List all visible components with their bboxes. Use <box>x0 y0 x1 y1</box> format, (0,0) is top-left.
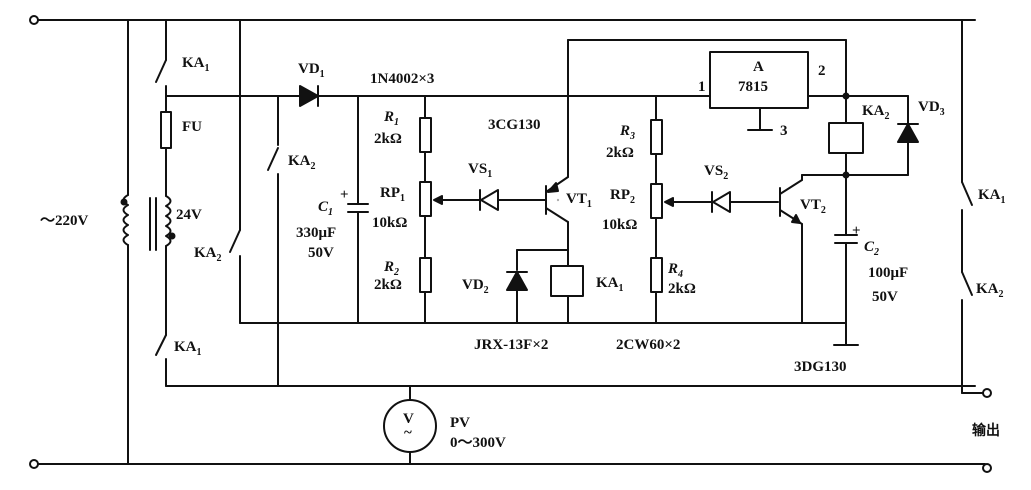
rp1-value-label: 10kΩ <box>372 215 408 231</box>
vd2-diode <box>506 271 528 291</box>
r2-label: R2 <box>384 259 400 278</box>
vd2-label: VD2 <box>462 277 489 296</box>
voltmeter-name-label: PV <box>450 415 470 431</box>
vt1-part-label: 3CG130 <box>488 117 541 133</box>
vd3-label: VD3 <box>918 99 945 118</box>
ka1-top-label: KA1 <box>182 55 210 74</box>
ka1-contact-bottom <box>155 334 167 356</box>
r2-body <box>419 257 432 293</box>
c1-voltage-label: 50V <box>308 245 334 261</box>
regulator-name-label: A <box>753 59 764 75</box>
c2-plus-label: + <box>852 223 861 239</box>
ka2-mid-label: KA2 <box>288 153 316 172</box>
c1-label: C1 <box>318 199 334 218</box>
r2-value-label: 2kΩ <box>374 277 402 293</box>
regulator-part-label: 7815 <box>738 79 768 95</box>
regulator-7815 <box>709 51 809 109</box>
rp1-body <box>419 181 432 217</box>
regulator-pin3-label: 3 <box>780 123 788 139</box>
ka1-coil-part-label: JRX-13F×2 <box>474 337 549 353</box>
vs1-label: VS1 <box>468 161 493 180</box>
output-label: 输出 <box>972 423 1000 439</box>
rp2-label: RP2 <box>610 187 635 206</box>
voltmeter-tilde: ~ <box>404 425 412 441</box>
transformer-secondary-label: 24V <box>176 207 202 223</box>
rp1-wiper-arrow <box>433 195 443 205</box>
voltmeter-symbol: V <box>403 411 414 427</box>
ka1-contact-top <box>155 59 167 83</box>
regulator-pin2-label: 2 <box>818 63 826 79</box>
ka1-bottom-label: KA1 <box>174 339 202 358</box>
rp2-wiper-arrow <box>664 197 674 207</box>
r4-label: R4 <box>668 261 684 280</box>
vd3-diode <box>897 123 919 143</box>
ka2-left-label: KA2 <box>194 245 222 264</box>
c1-value-label: 330μF <box>296 225 337 241</box>
r1-value-label: 2kΩ <box>374 131 402 147</box>
vt2-part-label: 3DG130 <box>794 359 847 375</box>
ka2-coil <box>828 122 864 154</box>
r4-value-label: 2kΩ <box>668 281 696 297</box>
ka1-coil <box>550 265 584 297</box>
voltmeter-range-label: 0～300V <box>450 435 506 451</box>
r3-label: R3 <box>620 123 636 142</box>
vd1-diode <box>299 85 319 107</box>
vs2-label: VS2 <box>704 163 729 182</box>
c1-plus-label: + <box>340 187 349 203</box>
supply-label: ～220V <box>40 213 89 229</box>
vs2-part-label: 2CW60×2 <box>616 337 681 353</box>
ka2-output-contact <box>961 271 973 296</box>
c2-label: C2 <box>864 239 880 258</box>
vd1-label: VD1 <box>298 61 325 80</box>
c2-value-label: 100μF <box>868 265 909 281</box>
vs2-zener <box>712 191 731 213</box>
output-terminal-bottom <box>982 463 992 473</box>
ka2-coil-label: KA2 <box>862 103 890 122</box>
fuse-body <box>160 111 172 149</box>
input-terminal-top <box>29 15 39 25</box>
rp1-label: RP1 <box>380 185 405 204</box>
ka1-coil-label: KA1 <box>596 275 624 294</box>
regulator-pin1-label: 1 <box>698 79 706 95</box>
rp2-value-label: 10kΩ <box>602 217 638 233</box>
ka1-output-contact <box>961 181 973 206</box>
output-terminal-top <box>982 388 992 398</box>
ka2-contact-mid <box>267 147 279 171</box>
vs1-zener <box>480 189 499 211</box>
r1-label: R1 <box>384 109 400 128</box>
vd1-part-label: 1N4002×3 <box>370 71 435 87</box>
vt2-label: VT2 <box>800 197 826 216</box>
rp2-body <box>650 183 663 219</box>
output-ka1-label: KA1 <box>978 187 1006 206</box>
r4-body <box>650 257 663 293</box>
c2-voltage-label: 50V <box>872 289 898 305</box>
ka2-contact-left <box>229 229 241 253</box>
vt1-label: VT1 <box>566 191 592 210</box>
input-terminal-bottom <box>29 459 39 469</box>
transformer-secondary <box>165 195 172 247</box>
r1-body <box>419 117 432 153</box>
r3-body <box>650 119 663 155</box>
output-ka2-label: KA2 <box>976 281 1004 300</box>
r3-value-label: 2kΩ <box>606 145 634 161</box>
fuse-label: FU <box>182 119 202 135</box>
